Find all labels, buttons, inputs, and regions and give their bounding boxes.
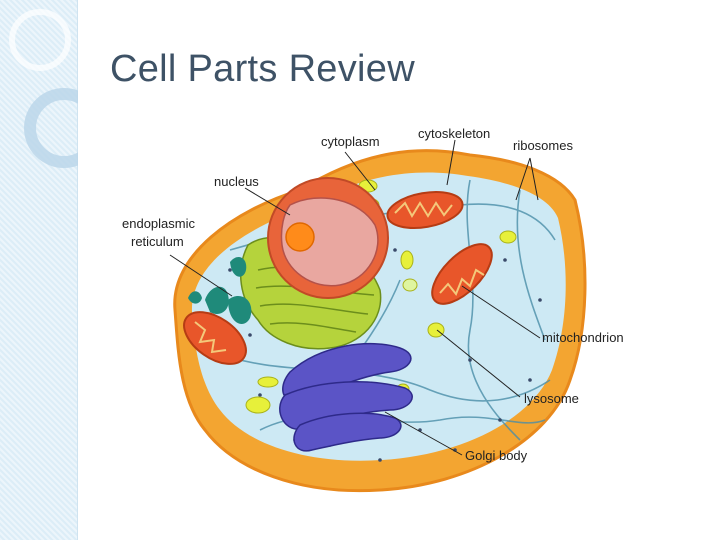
- label-lysosome: lysosome: [524, 391, 579, 406]
- golgi-body-graphic: [279, 342, 413, 452]
- slide-title: Cell Parts Review: [110, 48, 415, 90]
- label-leader-lines: [169, 139, 541, 456]
- label-reticulum: reticulum: [131, 234, 184, 249]
- label-endoplasmic: endoplasmic: [122, 216, 195, 231]
- label-nucleus: nucleus: [214, 174, 259, 189]
- nucleus-graphic: [267, 177, 389, 299]
- label-golgi-body: Golgi body: [465, 448, 528, 463]
- label-mitochondrion: mitochondrion: [542, 330, 624, 345]
- sidebar-decoration: [0, 0, 78, 540]
- label-ribosomes: ribosomes: [513, 138, 573, 153]
- label-cytoskeleton: cytoskeleton: [418, 126, 490, 141]
- label-cytoplasm: cytoplasm: [321, 134, 380, 149]
- mitochondria-graphic: [183, 191, 493, 365]
